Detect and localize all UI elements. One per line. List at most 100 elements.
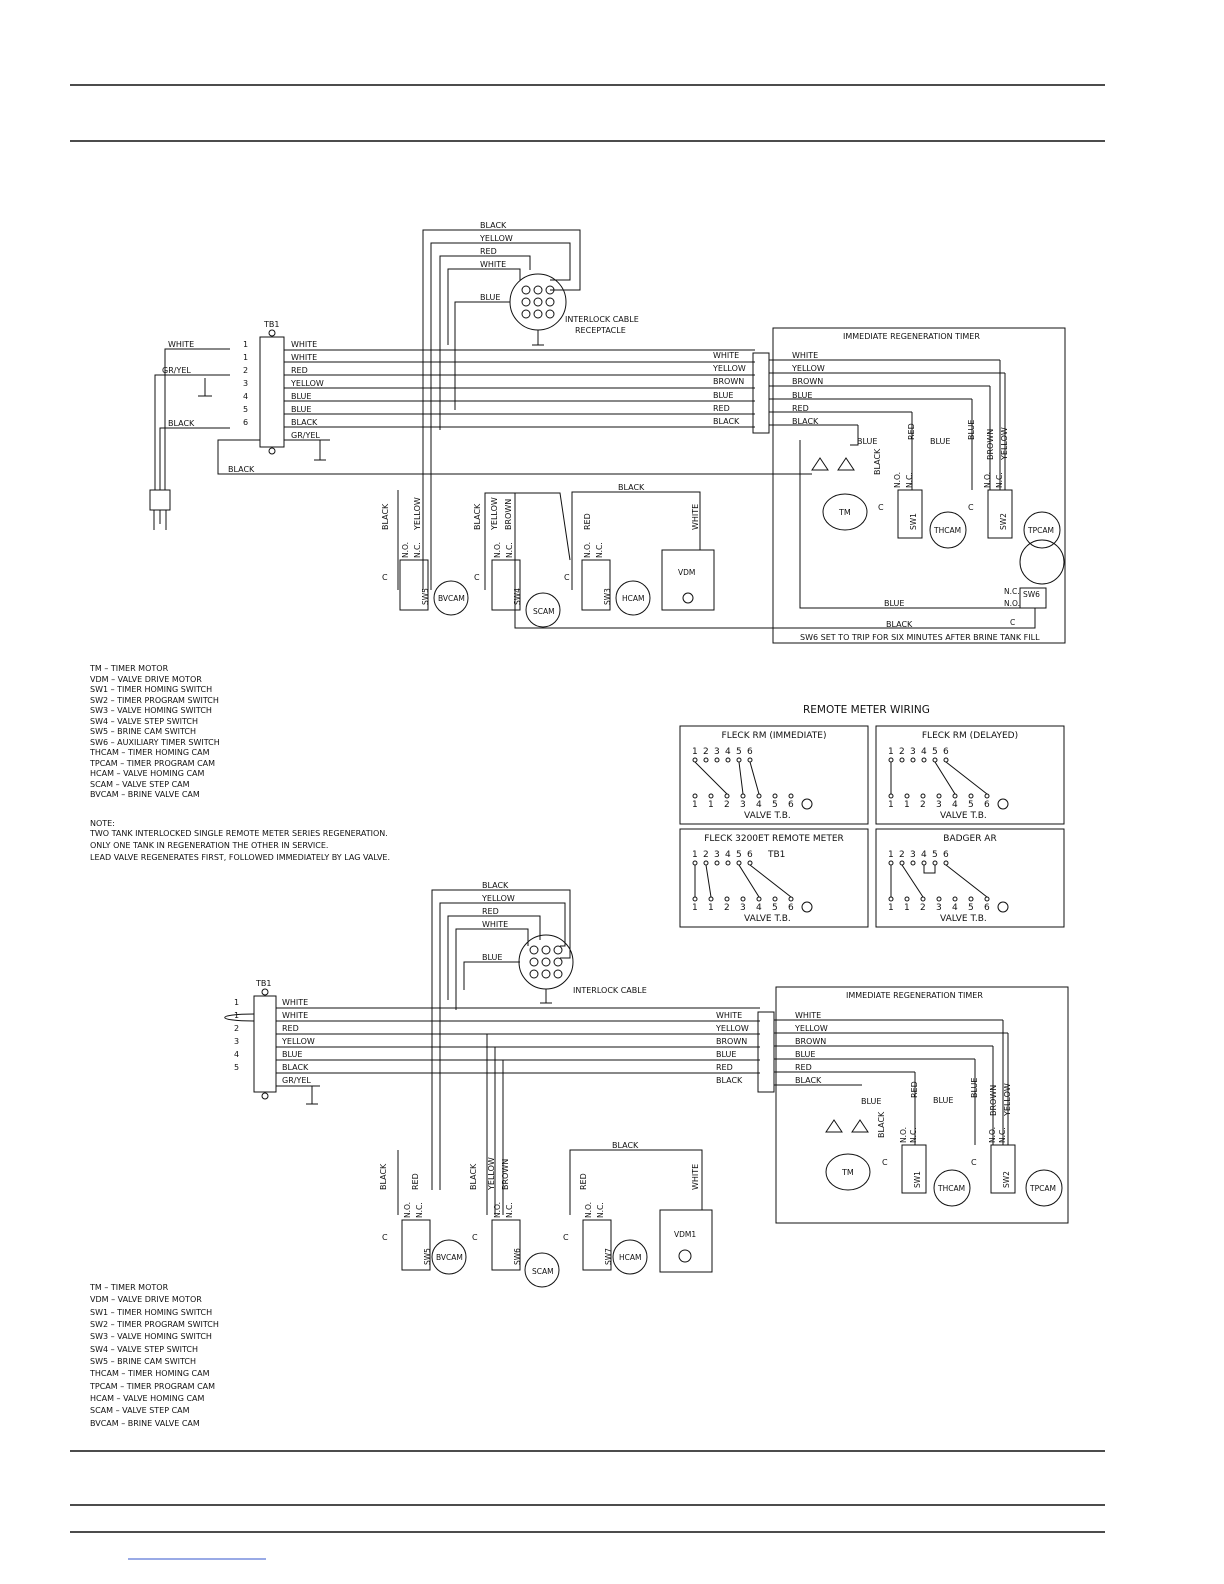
timer-title-1: IMMEDIATE REGENERATION TIMER	[843, 332, 980, 341]
svg-text:N.O.: N.O.	[893, 472, 902, 488]
remote-meter-title: REMOTE METER WIRING	[803, 704, 930, 716]
svg-text:N.O.: N.O.	[983, 472, 992, 488]
remote-bottom-terminal: 2	[920, 903, 926, 913]
remote-bottom-terminal: 1	[904, 903, 910, 913]
remote-bottom-terminal: 5	[772, 903, 778, 913]
interlock-cable-label-2: INTERLOCK CABLE	[573, 986, 647, 995]
hcam-1	[615, 580, 651, 616]
cord-label-white: WHITE	[168, 340, 194, 349]
svg-text:SW6: SW6	[513, 1248, 522, 1265]
svg-text:BLACK: BLACK	[877, 1111, 886, 1138]
svg-text:BVCAM – BRINE VALVE CAM: BVCAM – BRINE VALVE CAM	[90, 1419, 200, 1428]
remote-bottom-terminal-dot	[756, 793, 762, 799]
remote-top-terminal-dot	[703, 860, 709, 866]
thcam-1	[929, 511, 967, 549]
timer1-label-brown: BROWN	[986, 429, 995, 460]
svg-text:N.O.: N.O.	[584, 1202, 593, 1218]
remote-bottom-terminal: 2	[724, 903, 730, 913]
svg-text:YELLOW: YELLOW	[281, 1037, 315, 1046]
remote-top-terminal: 6	[747, 850, 753, 860]
remote-top-terminal: 2	[703, 747, 709, 757]
remote-top-terminal: 4	[725, 850, 731, 860]
remote-top-terminal-dot	[910, 757, 916, 763]
svg-text:C: C	[971, 1158, 977, 1167]
remote-top-terminal: 5	[736, 747, 742, 757]
remote-bottom-terminal: 3	[936, 903, 942, 913]
svg-text:BLUE: BLUE	[713, 391, 733, 400]
remote-top-terminal: 6	[747, 747, 753, 757]
remote-bottom-terminal-dot	[984, 896, 990, 902]
svg-text:C: C	[382, 573, 388, 582]
remote-top-terminal: 2	[703, 850, 709, 860]
svg-text:WHITE: WHITE	[282, 1011, 308, 1020]
svg-text:YELLOW: YELLOW	[290, 379, 324, 388]
remote-bottom-terminal: 1	[708, 800, 714, 810]
svg-text:ONLY ONE TANK IN REGENERATION: ONLY ONE TANK IN REGENERATION THE OTHER …	[90, 841, 328, 850]
svg-text:VDM – VALVE DRIVE MOTOR: VDM – VALVE DRIVE MOTOR	[90, 675, 202, 684]
scam-1	[525, 592, 561, 628]
svg-text:BLACK: BLACK	[473, 503, 482, 530]
remote-top-terminal: 5	[736, 850, 742, 860]
svg-text:SCAM – VALVE STEP CAM: SCAM – VALVE STEP CAM	[90, 1406, 190, 1415]
svg-text:BLACK: BLACK	[379, 1163, 388, 1190]
interlock-label-yellow: YELLOW	[479, 234, 513, 243]
svg-text:YELLOW: YELLOW	[490, 497, 499, 531]
svg-text:BVCAM: BVCAM	[436, 1253, 463, 1262]
svg-text:WHITE: WHITE	[713, 351, 739, 360]
svg-text:TPCAM: TPCAM	[1027, 526, 1054, 535]
svg-text:TPCAM – TIMER PROGRAM CAM: TPCAM – TIMER PROGRAM CAM	[89, 1382, 215, 1391]
svg-text:YELLOW: YELLOW	[794, 1024, 828, 1033]
svg-text:C: C	[472, 1233, 478, 1242]
remote-top-terminal: 4	[921, 747, 927, 757]
svg-text:SW4: SW4	[513, 588, 522, 605]
remote-top-terminal-dot	[921, 860, 927, 866]
remote-top-terminal: 2	[899, 850, 905, 860]
remote-bottom-terminal: 5	[772, 800, 778, 810]
remote-top-terminal: 3	[910, 747, 916, 757]
remote-jumper-wire	[749, 864, 792, 898]
timer-motor-2: TM	[825, 1119, 871, 1191]
remote-bottom-terminal: 2	[920, 800, 926, 810]
timer1-label-blue-b: BLUE	[930, 437, 950, 446]
svg-text:BLUE: BLUE	[282, 1050, 302, 1059]
svg-text:BLACK: BLACK	[381, 503, 390, 530]
remote-bottom-terminal-dot	[952, 793, 958, 799]
bvcam-2	[431, 1239, 467, 1275]
remote-bottom-terminal-dot	[708, 793, 714, 799]
svg-text:BLUE: BLUE	[792, 391, 812, 400]
svg-text:6: 6	[243, 418, 248, 427]
remote-bottom-terminal: 6	[788, 800, 794, 810]
svg-text:N.C.: N.C.	[909, 1127, 918, 1143]
remote-bottom-terminal-dot	[936, 793, 942, 799]
remote-top-terminal: 1	[692, 747, 698, 757]
remote-bottom-terminal-dot	[984, 793, 990, 799]
svg-text:N.C.: N.C.	[505, 1202, 514, 1218]
remote-top-terminal-dot	[888, 860, 894, 866]
svg-text:LEAD VALVE REGENERATES FIRST,: LEAD VALVE REGENERATES FIRST, FOLLOWED I…	[90, 853, 390, 862]
valve-tb-label: VALVE T.B.	[940, 811, 987, 821]
svg-text:BROWN: BROWN	[795, 1037, 826, 1046]
svg-text:SW5: SW5	[423, 1248, 432, 1265]
tpcam-1	[1023, 511, 1061, 549]
svg-text:THCAM – TIMER HOMING CAM: THCAM – TIMER HOMING CAM	[89, 1369, 210, 1378]
svg-text:SW1 – TIMER HOMING SWITCH: SW1 – TIMER HOMING SWITCH	[90, 685, 212, 694]
svg-text:N.C.: N.C.	[998, 1127, 1007, 1143]
remote-bottom-terminal-dot	[788, 793, 794, 799]
remote-top-terminal-dot	[714, 757, 720, 763]
remote-bottom-terminal-dot	[692, 793, 698, 799]
interlock-receptacle-2	[518, 934, 574, 1004]
cord-gryel	[154, 374, 230, 490]
remote-bottom-terminal: 6	[788, 903, 794, 913]
vdm-2	[659, 1209, 713, 1273]
svg-text:N.C.: N.C.	[505, 542, 514, 558]
svg-text:1: 1	[234, 998, 239, 1007]
svg-text:YELLOW: YELLOW	[487, 1157, 496, 1191]
svg-text:SW4 – VALVE STEP SWITCH: SW4 – VALVE STEP SWITCH	[90, 1345, 198, 1354]
sw1-2	[901, 1144, 927, 1194]
svg-text:N.C.: N.C.	[415, 1202, 424, 1218]
ground-symbol-icon	[997, 901, 1009, 913]
svg-text:GR/YEL: GR/YEL	[282, 1076, 311, 1085]
cord-label-gryel: GR/YEL	[162, 366, 191, 375]
timer1-label-blue-c: BLUE	[967, 420, 976, 440]
remote-top-terminal: 3	[714, 850, 720, 860]
